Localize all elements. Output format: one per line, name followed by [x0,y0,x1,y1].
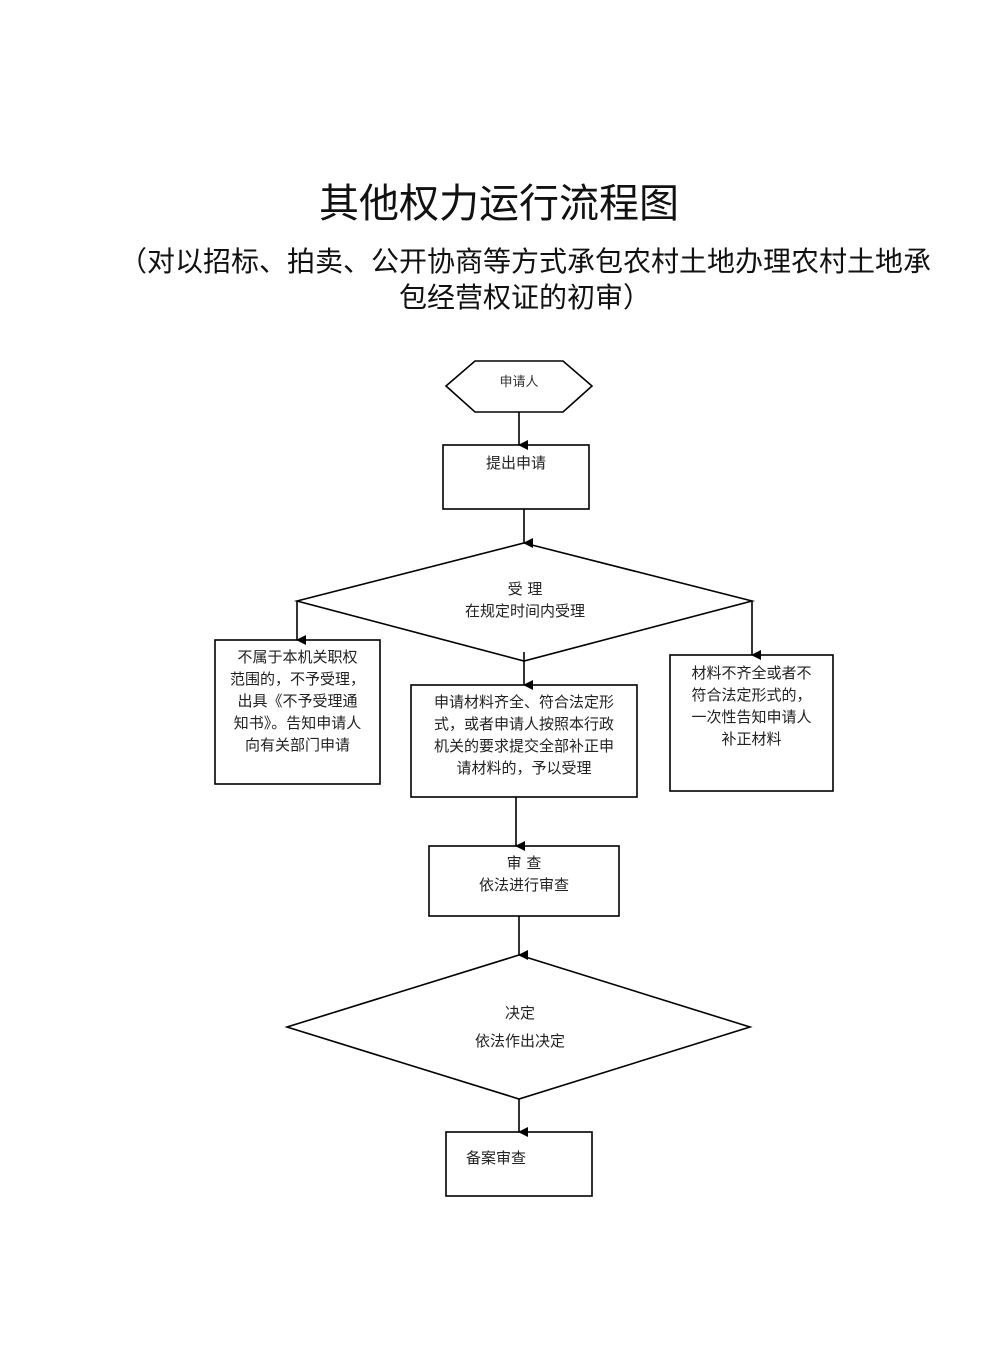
subtitle-line-1: （对以招标、拍卖、公开协商等方式承包农村土地办理农村土地承 [118,245,931,278]
accepted-line: 式，或者申请人按照本行政 [433,715,614,733]
accept-detail: 在规定时间内受理 [464,602,585,620]
subtitle-line-2: 包经营权证的初审） [398,281,651,314]
accepted-line: 机关的要求提交全部补正申 [433,737,614,755]
accepted-line: 请材料的，予以受理 [456,759,592,777]
incomplete-line: 补正材料 [721,730,782,748]
accepted-line: 申请材料齐全、符合法定形 [433,693,614,711]
filing-label: 备案审查 [466,1149,527,1167]
page-subtitle: （对以招标、拍卖、公开协商等方式承包农村土地办理农村土地承 包经营权证的初审） [100,244,950,316]
reject-line: 范围的，不予受理， [229,670,365,688]
reject-line: 知书》。告知申请人 [233,714,362,732]
reject-line: 向有关部门申请 [244,736,350,754]
incomplete-line: 材料不齐全或者不 [691,664,812,682]
reject-line: 出具《不予受理通 [237,692,358,710]
page-title: 其他权力运行流程图 [319,181,679,227]
decision-text: 决定 依法作出决定 [400,1002,640,1052]
submit-label: 提出申请 [485,454,546,472]
accept-title: 受 理 [507,580,543,598]
decision-title: 决定 [504,1004,535,1022]
accepted-text: 申请材料齐全、符合法定形 式，或者申请人按照本行政 机关的要求提交全部补正申 请… [411,691,637,779]
submit-node [442,444,590,510]
accept-label: 受 理 在规定时间内受理 [400,578,650,622]
filing-node [445,1131,593,1197]
applicant-node [444,360,594,413]
reject-line: 不属于本机关职权 [237,648,358,666]
review-node [428,845,620,917]
incomplete-text: 材料不齐全或者不 符合法定形式的， 一次性告知申请人 补正材料 [670,662,833,750]
incomplete-line: 符合法定形式的， [691,686,812,704]
applicant-label: 申请人 [499,375,539,390]
review-detail: 依法进行审查 [478,876,569,894]
incomplete-line: 一次性告知申请人 [691,708,812,726]
review-title: 审 查 [506,854,542,872]
decision-detail: 依法作出决定 [474,1032,565,1050]
reject-text: 不属于本机关职权 范围的，不予受理， 出具《不予受理通 知书》。告知申请人 向有… [215,646,380,756]
review-text: 审 查 依法进行审查 [429,852,619,896]
